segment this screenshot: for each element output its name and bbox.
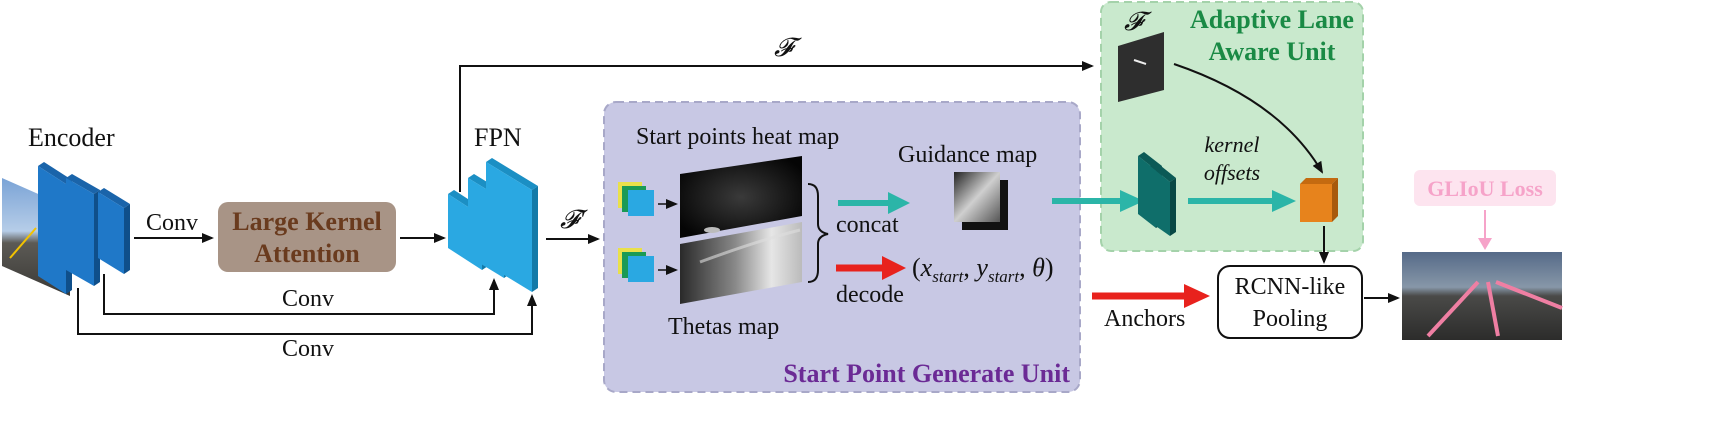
guidance-to-alau-arrowhead [1120,190,1144,212]
f-top-label: 𝓕 [774,33,802,62]
concat-arrowhead [888,192,910,214]
fpn-blocks [448,158,538,292]
f-prime-label: 𝓕′ [560,205,588,234]
alau-feature-image [1118,32,1164,102]
skip-conv-bottom [77,288,537,335]
loss-arrowhead [1478,238,1492,250]
lka-line1: Large Kernel [232,207,381,236]
lka-line2: Attention [254,239,360,268]
tuple-x-sub: start [932,267,964,286]
encoder-blocks [38,162,130,294]
theta-map-image [680,222,802,304]
tuple-x: x [920,253,933,282]
feature-to-orange-curve [1173,63,1324,174]
tuple-theta: θ [1032,253,1045,282]
concat-label: concat [836,212,899,238]
conv-label-bottom: Conv [282,336,334,362]
tuple-open: ( [912,253,921,282]
heat-map-label: Start points heat map [636,124,839,150]
start-tuple: (xstart, ystart, θ) [912,253,1054,286]
conv-label-top: Conv [146,210,198,236]
guidance-map-image [954,172,1008,230]
alau-title-line1: Adaptive Lane [1190,5,1354,34]
guidance-map-label: Guidance map [898,142,1037,168]
anchors-arrowhead [1184,284,1210,308]
alau-title-line2: Aware Unit [1209,37,1336,66]
kernel-offsets-arrowhead [1272,190,1296,212]
heat-head-cubes [618,182,654,216]
theta-map-label: Thetas map [668,314,779,340]
rcnn-line1: RCNN-like [1235,274,1346,300]
anchors-label: Anchors [1104,306,1185,332]
decode-label: decode [836,282,904,308]
spgu-title: Start Point Generate Unit [783,359,1070,388]
large-kernel-attention-box [218,202,396,272]
output-road-image [1402,252,1563,340]
skip-conv-mid [103,274,499,315]
heat-map-image [680,156,802,238]
rcnn-line2: Pooling [1253,306,1328,332]
tuple-sep1: , [963,253,976,282]
brace [807,183,829,283]
tuple-sep2: , [1019,253,1032,282]
gliou-loss-box [1414,170,1556,206]
conv-label-mid: Conv [282,286,334,312]
rcnn-pooling-box [1217,265,1363,339]
alau-dark-teal-blocks [1138,152,1176,236]
encoder-label: Encoder [28,123,115,152]
tuple-y: y [973,253,988,282]
arrow-f-top [459,61,1094,192]
kernel-label: kernel [1205,132,1260,157]
gliou-loss-label: GLIoU Loss [1427,176,1543,201]
decode-arrowhead [882,256,906,280]
tuple-close: ) [1045,253,1054,282]
fpn-label: FPN [474,123,522,152]
offsets-label: offsets [1204,160,1260,185]
orange-kernel-block [1300,178,1338,222]
theta-head-cubes [618,248,654,282]
tuple-y-sub: start [988,267,1020,286]
